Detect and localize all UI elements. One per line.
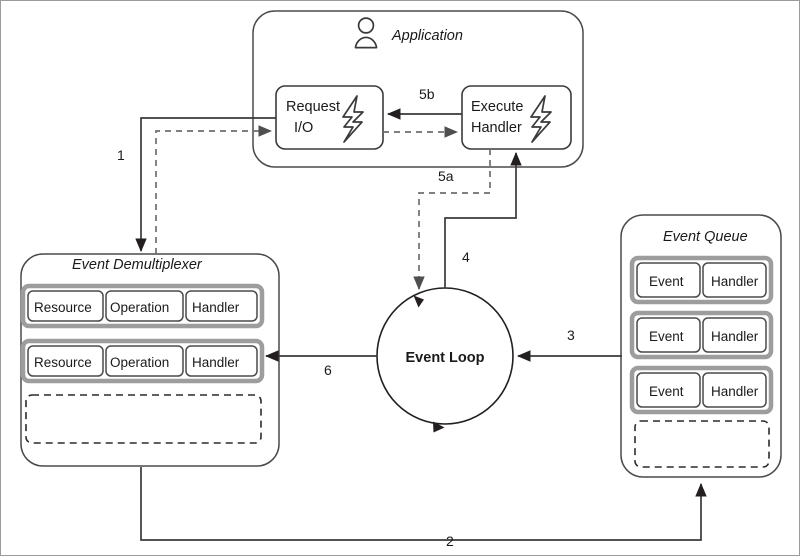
event-loop-rim-arrow-bottom [433, 421, 445, 433]
flow-label-5a: 5a [438, 168, 454, 184]
event-demultiplexer-container: Event Demultiplexer Resource Operation H… [20, 253, 280, 467]
demux-cell-resource[interactable] [27, 290, 104, 322]
demux-cell-handler[interactable] [185, 290, 258, 322]
request-io-rect[interactable] [275, 85, 384, 150]
execute-handler-label-line2: Handler [471, 120, 522, 136]
flow-label-2: 2 [446, 533, 454, 549]
flow-arrow-1 [135, 117, 276, 253]
demux-cell-operation[interactable] [105, 345, 184, 377]
queue-empty-slot [634, 420, 770, 468]
queue-cell-event[interactable] [636, 372, 701, 408]
flow-arrow-4 [444, 151, 522, 288]
queue-cell-handler[interactable] [702, 317, 767, 353]
execute-handler-label-line1: Execute [471, 99, 523, 115]
queue-cell-handler-label: Handler [711, 329, 759, 344]
demux-row[interactable]: Resource Operation Handler [20, 283, 265, 329]
demux-cell-operation-label: Operation [110, 300, 169, 315]
flow-arrow-demux-to-request [155, 125, 273, 254]
queue-cell-handler[interactable] [702, 372, 767, 408]
demux-cell-resource-label: Resource [34, 300, 92, 315]
queue-cell-event-label: Event [649, 274, 684, 289]
flow-label-6: 6 [324, 362, 332, 378]
demux-cell-resource-label: Resource [34, 355, 92, 370]
queue-cell-handler[interactable] [702, 262, 767, 298]
request-io-label-line1: Request [286, 99, 340, 115]
demux-cell-resource[interactable] [27, 345, 104, 377]
queue-cell-handler-label: Handler [711, 274, 759, 289]
queue-cell-event[interactable] [636, 262, 701, 298]
flow-label-4: 4 [462, 249, 470, 265]
flow-arrow-2 [140, 467, 707, 541]
request-io-label-line2: I/O [294, 120, 313, 136]
application-container: Application Request I/O Execute Handler [252, 10, 584, 168]
demux-cell-handler-label: Handler [192, 355, 240, 370]
demux-empty-slot [25, 394, 262, 444]
flow-label-5b: 5b [419, 86, 435, 102]
queue-cell-event-label: Event [649, 384, 684, 399]
queue-cell-handler-label: Handler [711, 384, 759, 399]
event-queue-label: Event Queue [663, 229, 748, 245]
queue-row[interactable]: Event Handler [629, 310, 774, 360]
demux-cell-handler[interactable] [185, 345, 258, 377]
event-queue-container: Event Queue Event Handler Event Handler [620, 214, 782, 478]
queue-row[interactable]: Event Handler [629, 365, 774, 415]
demux-cell-handler-label: Handler [192, 300, 240, 315]
event-loop-rim-arrow-top [413, 295, 424, 308]
flow-label-3: 3 [567, 327, 575, 343]
person-icon [354, 17, 378, 49]
event-loop-label: Event Loop [406, 350, 485, 366]
execute-handler-box[interactable]: Execute Handler [461, 85, 572, 150]
queue-cell-event-label: Event [649, 329, 684, 344]
event-demultiplexer-label: Event Demultiplexer [72, 257, 203, 273]
flow-label-1: 1 [117, 147, 125, 163]
demux-cell-operation[interactable] [105, 290, 184, 322]
flow-arrow-5a [413, 149, 491, 291]
event-loop-node[interactable]: Event Loop [376, 287, 514, 433]
execute-handler-rect[interactable] [461, 85, 572, 150]
application-label: Application [391, 28, 463, 44]
demux-cell-operation-label: Operation [110, 355, 169, 370]
lightning-bolt-icon [530, 95, 552, 143]
queue-cell-event[interactable] [636, 317, 701, 353]
demux-row[interactable]: Resource Operation Handler [20, 338, 265, 384]
request-io-box[interactable]: Request I/O [275, 85, 384, 150]
queue-row[interactable]: Event Handler [629, 255, 774, 305]
lightning-bolt-icon [342, 95, 364, 143]
